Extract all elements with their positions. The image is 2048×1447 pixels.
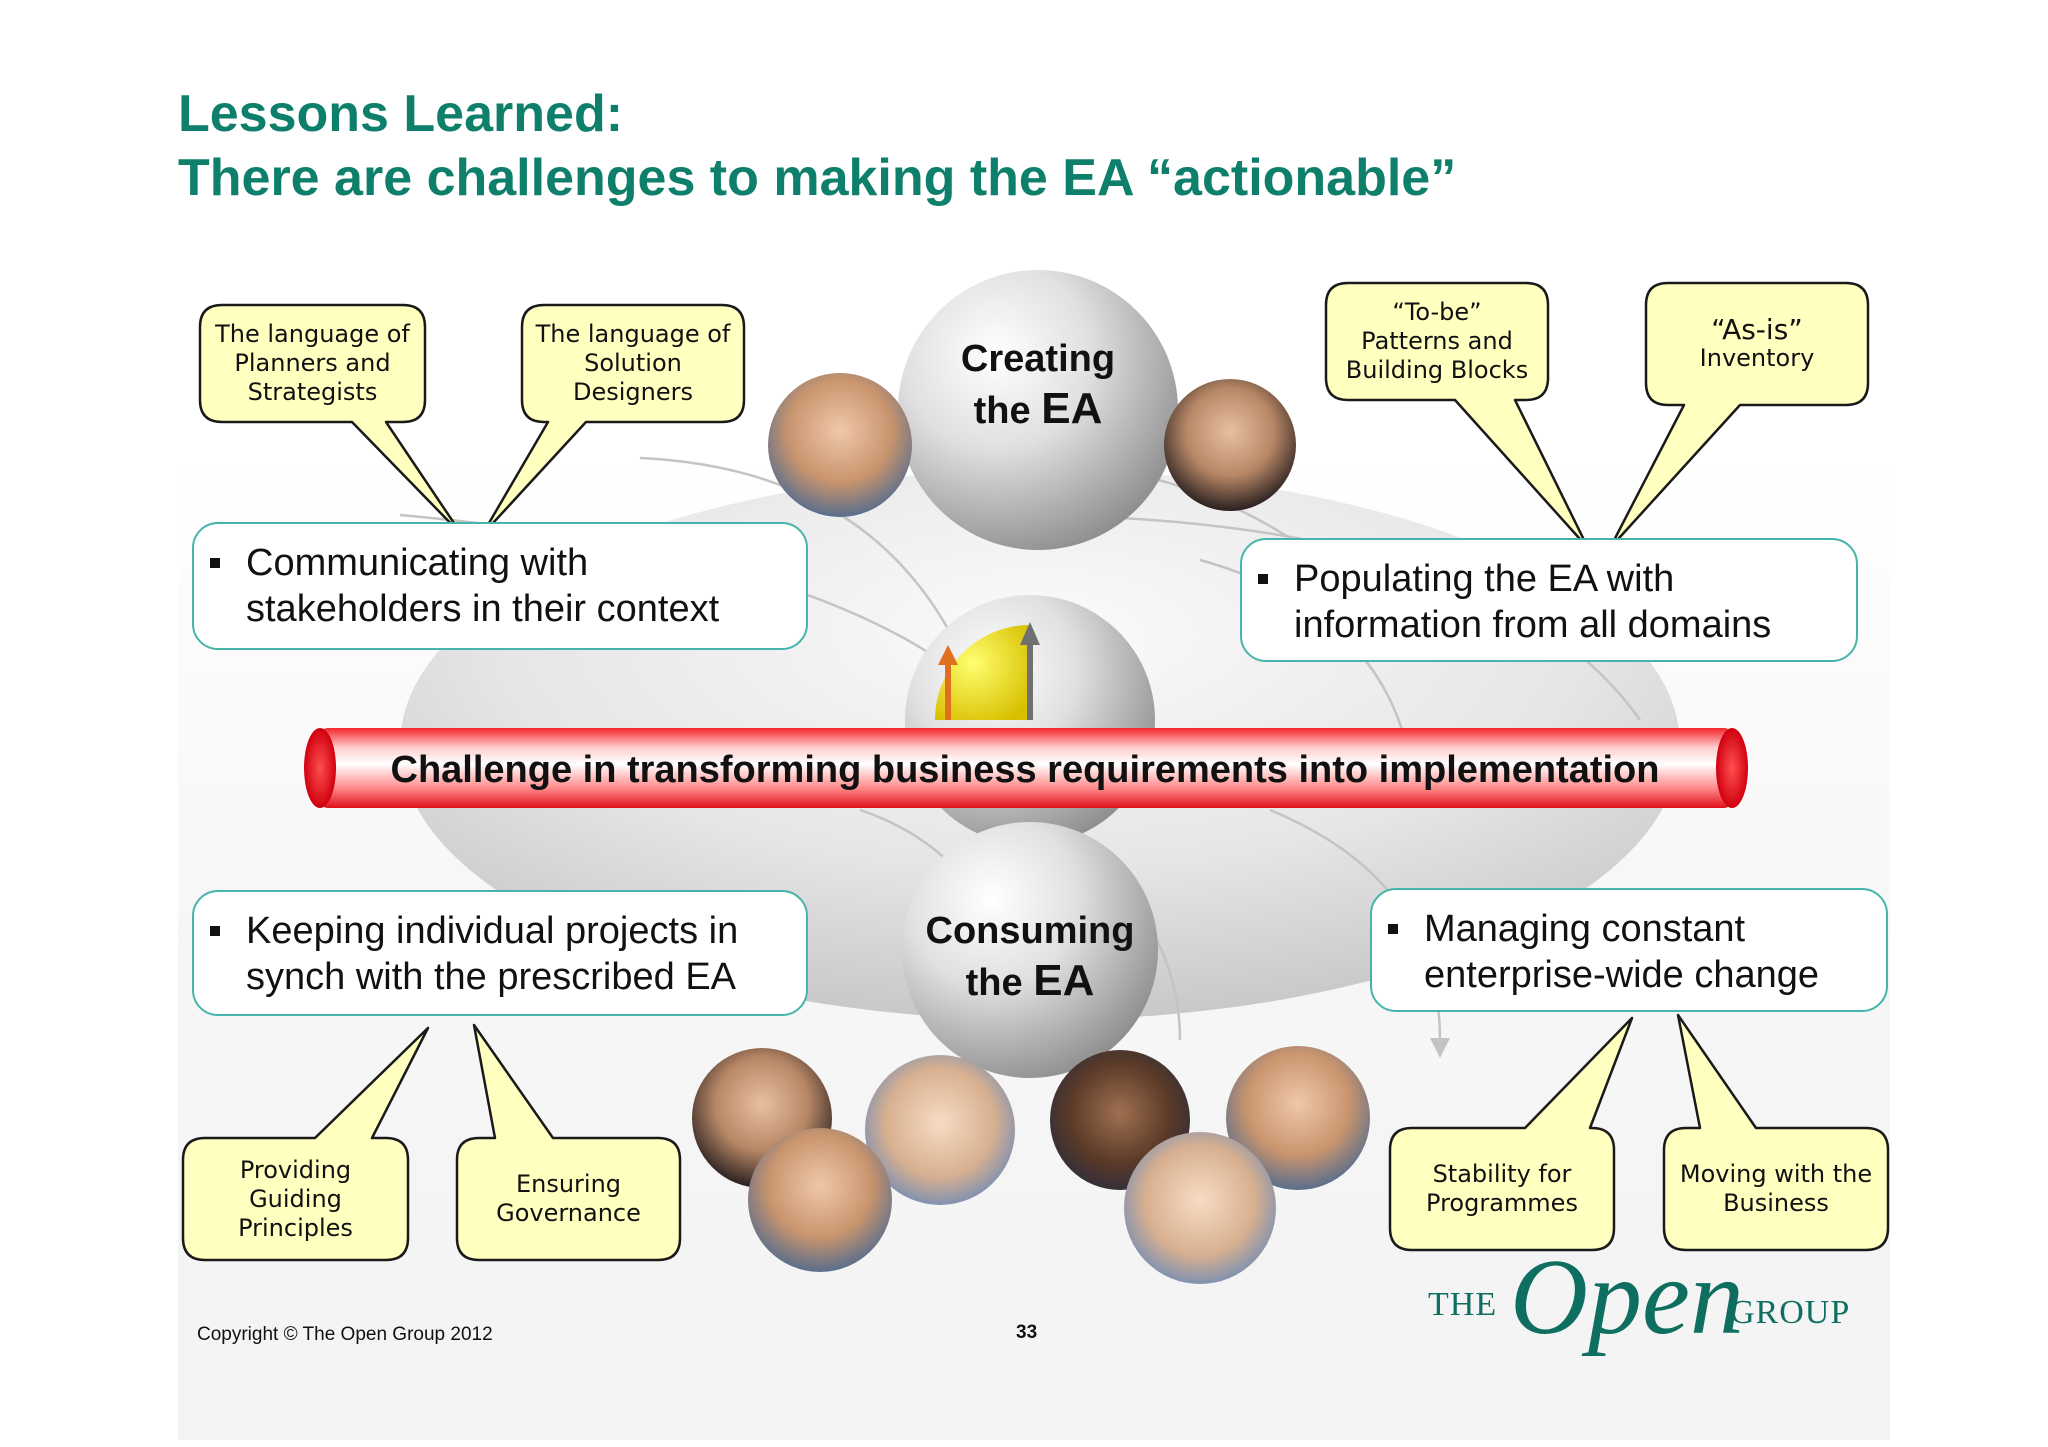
consuming-line2-a: the	[965, 962, 1034, 1004]
creating-line2-a: the	[973, 390, 1042, 432]
page-title: Lessons Learned: There are challenges to…	[178, 82, 1778, 210]
sphere-label-creating: Creating the EA	[918, 334, 1158, 436]
callout-tobe-line2: Patterns and	[1361, 327, 1513, 355]
callout-moving: Moving with the Business	[1664, 1128, 1888, 1250]
footer-page-number: 33	[1016, 1322, 1038, 1343]
consuming-line2-b: EA	[1033, 956, 1095, 1005]
banner-cap-left	[304, 728, 336, 808]
footer-copyright: Copyright © The Open Group 2012	[197, 1324, 493, 1345]
bullet-marker	[210, 926, 220, 936]
creating-line2-b: EA	[1041, 384, 1103, 433]
bullet-marker	[210, 558, 220, 568]
callout-planners-line3: Strategists	[247, 378, 378, 406]
creating-line1: Creating	[960, 338, 1116, 380]
callout-guiding-line1: Providing	[239, 1155, 352, 1184]
callout-tobe-line3: Building Blocks	[1345, 356, 1529, 384]
callout-guiding: Providing Guiding Principles	[183, 1138, 408, 1260]
title-line-1: Lessons Learned:	[178, 85, 624, 143]
consuming-sphere	[902, 822, 1158, 1078]
logo-group: GROUP	[1730, 1294, 1851, 1331]
bullet-marker	[1258, 574, 1268, 584]
callout-designers: The language of Solution Designers	[522, 305, 744, 422]
box-keeping-line2: synch with the prescribed EA	[246, 956, 737, 998]
box-populating: Populating the EA with information from …	[1240, 538, 1858, 662]
callout-guiding-line2: Guiding	[249, 1184, 342, 1213]
banner-tube	[320, 728, 1732, 808]
callout-planners: The language of Planners and Strategists	[200, 305, 425, 422]
callout-designers-line1: The language of	[535, 320, 731, 348]
person-photo-top-right	[1164, 379, 1296, 511]
creating-sphere	[898, 270, 1178, 550]
callout-asis-line1: “As-is”	[1711, 313, 1803, 346]
box-managing-line2: enterprise-wide change	[1424, 954, 1820, 996]
callout-tobe: “To-be” Patterns and Building Blocks	[1326, 283, 1548, 400]
callout-guiding-line3: Principles	[238, 1213, 353, 1242]
title-line-2: There are challenges to making the EA “a…	[178, 149, 1457, 207]
callout-moving-line2: Business	[1723, 1189, 1829, 1217]
box-managing: Managing constant enterprise-wide change	[1370, 888, 1888, 1012]
box-communicating-line1: Communicating with	[246, 542, 589, 584]
callout-tobe-line1: “To-be”	[1392, 298, 1482, 326]
box-keeping: Keeping individual projects in synch wit…	[192, 890, 808, 1016]
box-communicating-line2: stakeholders in their context	[246, 588, 720, 630]
person-photo-top-left	[768, 373, 912, 517]
person-photo-bottom-5	[1226, 1046, 1370, 1190]
open-group-logo: THE Open GROUP	[1428, 1238, 1858, 1360]
banner-text: Challenge in transforming business requi…	[390, 749, 1660, 791]
callout-asis-line2: Inventory	[1699, 344, 1815, 372]
logo-the: THE	[1428, 1286, 1498, 1323]
callout-moving-line1: Moving with the	[1679, 1160, 1873, 1188]
box-managing-line1: Managing constant	[1424, 908, 1746, 950]
box-populating-line2: information from all domains	[1294, 604, 1772, 646]
callout-designers-line2: Solution	[584, 349, 682, 377]
bullet-marker	[1388, 924, 1398, 934]
callout-stability-line1: Stability for	[1432, 1160, 1572, 1188]
callout-governance-line1: Ensuring	[515, 1170, 622, 1198]
callout-governance: Ensuring Governance	[457, 1138, 680, 1260]
banner-cap-right	[1716, 728, 1748, 808]
callout-bubbles	[181, 281, 1890, 1262]
box-keeping-line1: Keeping individual projects in	[246, 910, 739, 952]
callout-stability: Stability for Programmes	[1390, 1128, 1614, 1250]
logo-open: Open	[1510, 1238, 1744, 1357]
box-populating-line1: Populating the EA with	[1294, 558, 1675, 600]
person-photo-bottom-6	[1124, 1132, 1276, 1284]
callout-asis: “As-is” Inventory	[1646, 283, 1868, 405]
callout-planners-line1: The language of	[215, 320, 410, 348]
callout-designers-line3: Designers	[572, 378, 693, 406]
box-communicating: Communicating with stakeholders in their…	[192, 522, 808, 650]
person-photo-bottom-3	[748, 1128, 892, 1272]
sphere-label-consuming: Consuming the EA	[900, 906, 1160, 1008]
callout-stability-line2: Programmes	[1426, 1189, 1578, 1217]
consuming-line1: Consuming	[925, 910, 1135, 952]
callout-planners-line2: Planners and	[234, 349, 391, 377]
gauge-yellow	[935, 625, 1030, 720]
callout-governance-line2: Governance	[496, 1199, 641, 1227]
person-photo-bottom-2	[865, 1055, 1015, 1205]
